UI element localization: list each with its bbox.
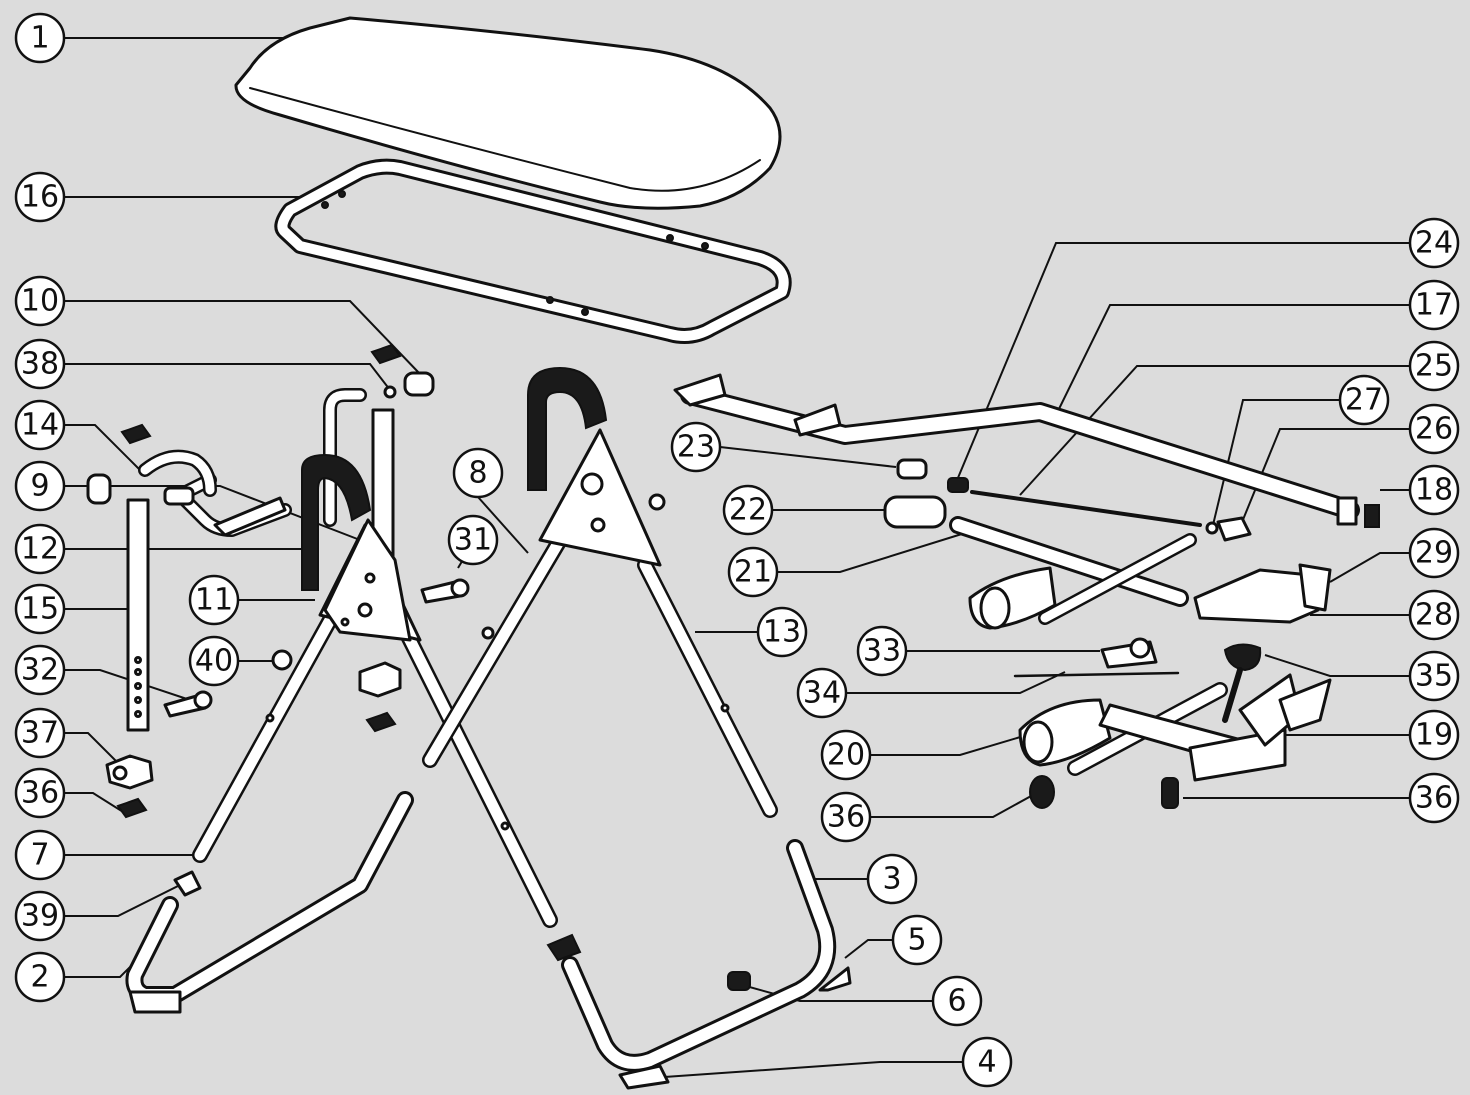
svg-text:22: 22: [729, 493, 767, 528]
svg-text:13: 13: [763, 615, 801, 650]
right-base: [546, 839, 852, 1090]
svg-text:25: 25: [1415, 349, 1453, 384]
svg-text:39: 39: [21, 899, 59, 934]
svg-text:36: 36: [21, 776, 59, 811]
small-parts-left: [86, 343, 470, 897]
svg-text:36: 36: [827, 800, 865, 835]
callout-20: 20: [820, 729, 872, 781]
svg-text:7: 7: [30, 838, 49, 873]
callout-9: 9: [14, 460, 66, 512]
svg-text:27: 27: [1345, 383, 1383, 418]
seat-pad: [234, 16, 782, 210]
svg-text:34: 34: [803, 676, 841, 711]
svg-text:3: 3: [882, 862, 901, 897]
pins-and-knob: [1013, 637, 1262, 723]
callout-16: 16: [14, 171, 66, 223]
left-base: [125, 791, 414, 1014]
callout-40: 40: [188, 635, 240, 687]
right-leg-frame: [422, 366, 778, 818]
callout-19: 19: [1408, 709, 1460, 761]
svg-text:9: 9: [30, 469, 49, 504]
callout-15: 15: [14, 583, 66, 635]
callout-27: 27: [1338, 374, 1390, 426]
callout-35: 35: [1408, 650, 1460, 702]
callout-13: 13: [756, 606, 808, 658]
svg-text:38: 38: [21, 347, 59, 382]
callout-21: 21: [727, 546, 779, 598]
svg-text:26: 26: [1415, 412, 1453, 447]
svg-text:23: 23: [677, 430, 715, 465]
rollers-and-rods: [883, 458, 1332, 630]
svg-text:37: 37: [21, 716, 59, 751]
svg-text:17: 17: [1415, 288, 1453, 323]
callout-17: 17: [1408, 279, 1460, 331]
callout-5: 5: [891, 914, 943, 966]
callout-6: 6: [931, 975, 983, 1027]
foot-holder: [1018, 673, 1332, 809]
callout-7: 7: [14, 829, 66, 881]
svg-text:16: 16: [21, 180, 59, 215]
callout-25: 25: [1408, 340, 1460, 392]
svg-text:11: 11: [195, 583, 233, 618]
svg-text:14: 14: [21, 408, 59, 443]
svg-text:28: 28: [1415, 598, 1453, 633]
callout-31: 31: [447, 514, 499, 566]
callout-36: 36: [1408, 772, 1460, 824]
callout-11: 11: [188, 574, 240, 626]
svg-text:1: 1: [30, 21, 49, 56]
callout-28: 28: [1408, 589, 1460, 641]
svg-text:40: 40: [195, 644, 233, 679]
callout-34: 34: [796, 667, 848, 719]
callout-12: 12: [14, 523, 66, 575]
svg-text:5: 5: [907, 923, 926, 958]
callout-36: 36: [820, 791, 872, 843]
svg-text:6: 6: [947, 984, 966, 1019]
callout-2: 2: [14, 951, 66, 1003]
callout-23: 23: [670, 421, 722, 473]
callout-22: 22: [722, 484, 774, 536]
seat-frame: [274, 158, 792, 344]
callout-26: 26: [1408, 403, 1460, 455]
callout-29: 29: [1408, 527, 1460, 579]
svg-text:4: 4: [977, 1045, 996, 1080]
svg-text:32: 32: [21, 653, 59, 688]
svg-text:20: 20: [827, 738, 865, 773]
callout-3: 3: [866, 853, 918, 905]
main-adjustment-bar: [673, 373, 1380, 528]
svg-text:33: 33: [863, 634, 901, 669]
svg-text:31: 31: [454, 523, 492, 558]
callout-10: 10: [14, 275, 66, 327]
callout-36: 36: [14, 767, 66, 819]
left-leg-frame: [126, 388, 558, 928]
svg-text:18: 18: [1415, 473, 1453, 508]
callout-labels: 1 16 10 38 14 9 12 15 11 31 40 32 37 36 …: [14, 12, 1460, 1088]
callout-24: 24: [1408, 217, 1460, 269]
callout-33: 33: [856, 625, 908, 677]
callout-32: 32: [14, 644, 66, 696]
callout-8: 8: [452, 447, 504, 499]
svg-text:21: 21: [734, 555, 772, 590]
svg-text:19: 19: [1415, 718, 1453, 753]
callout-18: 18: [1408, 464, 1460, 516]
leader-lines: [64, 37, 1410, 1079]
svg-text:36: 36: [1415, 781, 1453, 816]
svg-text:15: 15: [21, 592, 59, 627]
svg-text:12: 12: [21, 532, 59, 567]
callout-38: 38: [14, 338, 66, 390]
svg-text:8: 8: [468, 456, 487, 491]
callout-39: 39: [14, 890, 66, 942]
svg-text:29: 29: [1415, 536, 1453, 571]
callout-14: 14: [14, 399, 66, 451]
svg-text:2: 2: [30, 960, 49, 995]
callout-4: 4: [961, 1036, 1013, 1088]
svg-text:10: 10: [21, 284, 59, 319]
svg-text:24: 24: [1415, 226, 1453, 261]
svg-text:35: 35: [1415, 659, 1453, 694]
callout-1: 1: [14, 12, 66, 64]
callout-37: 37: [14, 707, 66, 759]
